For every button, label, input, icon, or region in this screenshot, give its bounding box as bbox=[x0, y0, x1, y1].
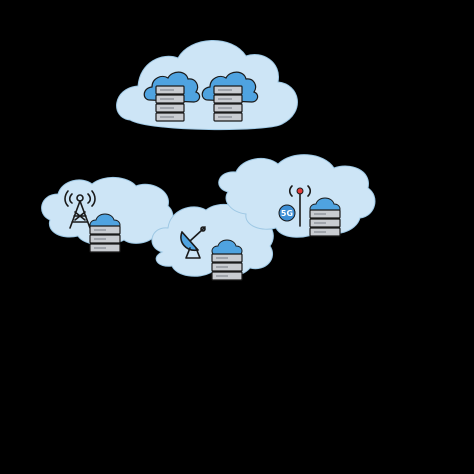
server-rack-icon bbox=[211, 239, 243, 281]
server-rack-icon bbox=[89, 213, 121, 253]
central-cloud bbox=[116, 40, 298, 131]
edge-cloud-left-shape bbox=[41, 177, 174, 246]
edge-cloud-middle bbox=[151, 203, 274, 281]
edge-cloud-left bbox=[41, 177, 174, 253]
cell-tower-icon bbox=[64, 190, 96, 229]
5g-label: 5G bbox=[281, 209, 293, 218]
satellite-dish-icon bbox=[180, 226, 206, 259]
5g-antenna-icon: 5G bbox=[278, 185, 312, 227]
server-rack-icon bbox=[309, 197, 341, 237]
central-cloud-shape bbox=[116, 40, 298, 131]
cloud-server-icon bbox=[201, 71, 259, 122]
edge-cloud-middle-shape bbox=[151, 203, 274, 278]
cloud-server-icon bbox=[143, 71, 201, 122]
edge-cloud-right: 5G bbox=[218, 154, 376, 238]
